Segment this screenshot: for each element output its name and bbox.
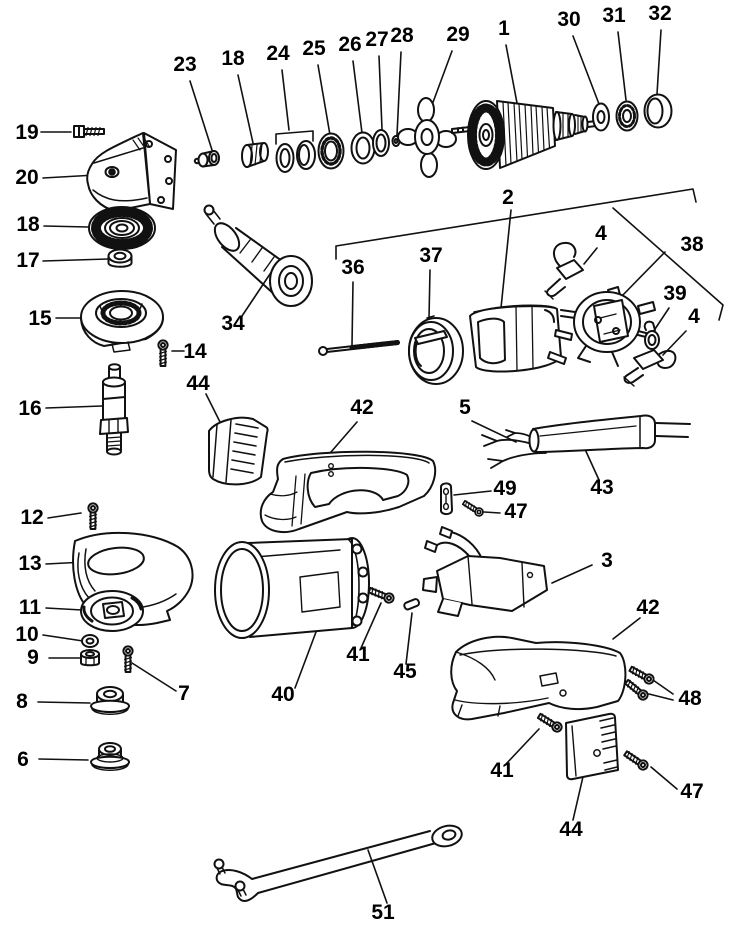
callout-label: 41	[490, 759, 514, 782]
callout-label: 26	[338, 33, 361, 56]
callout-label: 1	[498, 17, 510, 40]
part-cord-strain-relief-43	[528, 414, 691, 453]
callout-label: 24	[266, 42, 290, 65]
part-flange-nut-8	[90, 686, 130, 715]
part-flange-nut-6	[90, 742, 130, 771]
callout-label: 5	[459, 396, 471, 419]
callout-label: 25	[302, 37, 326, 60]
callout-labels: 19 20 18 17 15 14 16 34 44 23 18 24 25 2…	[15, 2, 704, 924]
callout-label: 14	[183, 340, 207, 363]
callout-label: 11	[19, 596, 42, 619]
callout-label: 18	[221, 47, 245, 70]
part-carbon-brush-4-upper	[544, 241, 584, 300]
callout-label: 2	[502, 186, 514, 209]
part-armature-1	[451, 100, 602, 170]
callout-label: 7	[178, 682, 190, 705]
part-cap-17	[107, 248, 133, 268]
part-spindle-16	[99, 363, 129, 456]
callout-label: 34	[221, 312, 245, 335]
callout-label: 29	[446, 23, 469, 46]
callout-label: 41	[346, 643, 370, 666]
callout-label: 47	[680, 780, 703, 803]
callout-label: 20	[15, 166, 38, 189]
callout-label: 42	[350, 396, 373, 419]
callout-label: 51	[371, 901, 395, 924]
part-brush-holder-38	[560, 286, 656, 367]
part-bearing-flange-15	[80, 290, 164, 353]
callout-label: 12	[20, 506, 43, 529]
part-gear-housing-20	[86, 132, 177, 212]
callout-label: 40	[271, 683, 294, 706]
part-screw-19	[73, 125, 105, 138]
callout-label: 38	[680, 233, 704, 256]
callout-label: 44	[186, 372, 210, 395]
part-ring-26	[350, 131, 376, 165]
callout-label: 17	[16, 249, 39, 272]
callout-label: 4	[595, 222, 607, 245]
callout-label: 48	[678, 687, 702, 710]
part-bearing-31	[615, 100, 639, 132]
part-washer-10	[81, 634, 99, 648]
callout-label: 44	[559, 818, 583, 841]
part-side-handle-34	[203, 204, 313, 307]
part-bevel-gear-18	[88, 206, 156, 250]
part-nut-9	[80, 649, 100, 667]
part-long-screw-36	[318, 340, 401, 356]
callout-label: 27	[365, 28, 388, 51]
part-cord-clamp-49	[440, 482, 453, 516]
callout-label: 47	[504, 500, 527, 523]
bracket-group-2	[335, 188, 697, 260]
part-brush-cover-44-upper	[208, 416, 269, 486]
callout-label: 16	[18, 397, 41, 420]
part-brush-spring-39	[643, 320, 660, 350]
leader-lines	[37, 29, 687, 904]
callout-label: 36	[341, 256, 364, 279]
part-pinion-18	[241, 142, 269, 168]
callout-label: 3	[601, 549, 613, 572]
callout-label: 18	[16, 213, 40, 236]
part-brush-cover-44-lower	[565, 712, 619, 781]
callout-label: 8	[16, 690, 28, 713]
callout-label: 13	[18, 552, 41, 575]
callout-label: 32	[648, 2, 671, 25]
callout-label: 49	[493, 477, 516, 500]
part-bearing-25	[317, 132, 345, 170]
callout-label: 37	[419, 244, 442, 267]
callout-label: 23	[173, 53, 196, 76]
part-sleeve-32	[643, 93, 673, 129]
part-fan-baffle-29	[397, 97, 457, 178]
callout-label: 31	[602, 4, 626, 27]
part-motor-housing-40	[214, 537, 370, 639]
part-spindle-piece-23	[193, 150, 220, 168]
bracket-rings-24	[275, 130, 314, 145]
callout-label: 28	[390, 24, 414, 47]
part-washer-30	[592, 102, 610, 132]
callout-label: 6	[17, 748, 29, 771]
callout-label: 39	[663, 282, 686, 305]
callout-label: 43	[590, 476, 613, 499]
callout-label: 30	[557, 8, 580, 31]
callout-label: 45	[393, 660, 417, 683]
part-clamp-flange-11	[80, 590, 144, 632]
callout-label: 4	[688, 305, 700, 328]
part-handle-housing-42-lower	[450, 635, 627, 721]
part-handle-housing-42-upper	[259, 450, 437, 534]
callout-label: 15	[28, 307, 52, 330]
callout-label: 19	[15, 121, 38, 144]
part-ring-27	[372, 129, 390, 157]
callout-label: 9	[27, 646, 39, 669]
part-field-coil-2	[469, 304, 573, 373]
part-spanner-wrench-51	[213, 824, 463, 902]
callout-label: 42	[636, 596, 659, 619]
part-rings-24	[275, 140, 316, 173]
part-switch-3	[422, 526, 548, 617]
callout-label: 10	[15, 623, 38, 646]
part-carbon-brush-4-lower	[623, 349, 677, 387]
bracket-group-38	[612, 207, 724, 321]
part-key-45	[403, 598, 421, 611]
part-air-deflector-37	[408, 315, 464, 385]
